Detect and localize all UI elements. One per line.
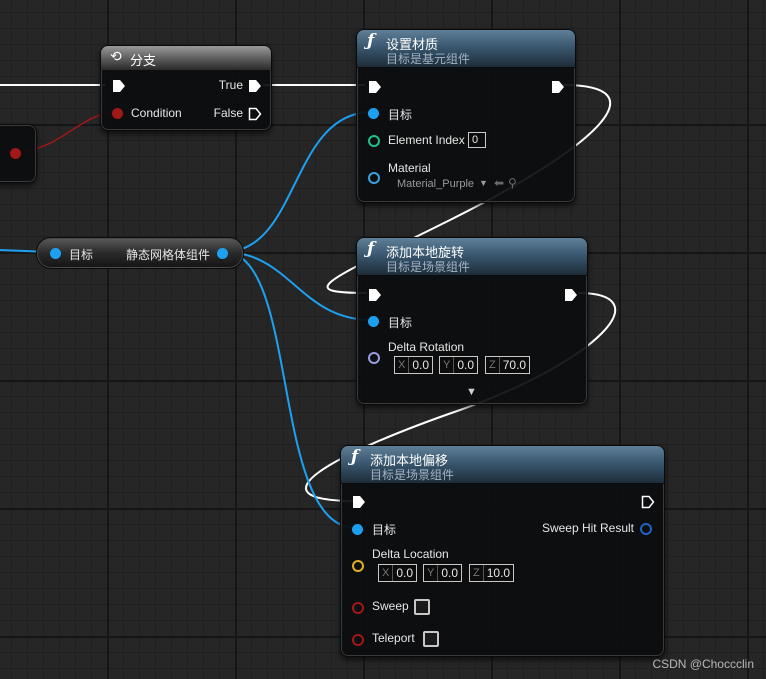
mesh-component-var-node[interactable]: 目标 静态网格体组件 — [36, 237, 244, 269]
add-offset-title: 添加本地偏移 — [370, 453, 449, 468]
rotation-z-field[interactable]: Z 70.0 — [485, 356, 531, 374]
set-material-title: 设置材质 — [386, 37, 439, 52]
material-label: Material — [388, 161, 431, 175]
rotation-x-axis: X — [395, 357, 410, 373]
location-z-field[interactable]: Z 10.0 — [469, 564, 515, 582]
branch-condition-pin[interactable] — [112, 108, 123, 119]
rotation-z-value[interactable]: 70.0 — [502, 358, 527, 372]
delta-rotation-label: Delta Rotation — [388, 340, 465, 354]
add-offset-target-label: 目标 — [372, 523, 397, 537]
rotation-x-field[interactable]: X 0.0 — [394, 356, 434, 374]
sweep-hit-result-pin[interactable] — [640, 523, 652, 535]
offscreen-node[interactable] — [0, 124, 37, 183]
advanced-pins-arrow-icon[interactable]: ▼ — [466, 386, 477, 398]
target-wire-rotation — [223, 251, 373, 321]
location-z-value[interactable]: 10.0 — [486, 566, 511, 580]
target-wire-setmaterial — [223, 111, 373, 253]
function-icon: ƒ — [351, 447, 359, 467]
branch-false-label: False — [213, 106, 243, 120]
function-icon: ƒ — [367, 239, 375, 259]
branch-header: ⟲ 分支 — [101, 46, 271, 70]
material-pin[interactable] — [368, 172, 380, 184]
location-x-value[interactable]: 0.0 — [396, 566, 414, 580]
var-target-pin[interactable] — [50, 248, 61, 259]
branch-condition-label: Condition — [131, 106, 182, 120]
branch-node[interactable]: ⟲ 分支 True Condition False — [100, 45, 272, 131]
branch-icon: ⟲ — [110, 48, 122, 64]
sweep-checkbox[interactable] — [414, 599, 430, 615]
add-local-rotation-node[interactable]: ƒ 添加本地旋转 目标是场景组件 目标 Delta Rotation X 0.0… — [356, 237, 588, 405]
add-rotation-header: ƒ 添加本地旋转 目标是场景组件 — [357, 238, 587, 276]
target-wire-offset — [223, 251, 357, 529]
branch-true-label: True — [218, 78, 243, 92]
element-index-input[interactable]: 0 — [468, 132, 486, 148]
location-x-field[interactable]: X 0.0 — [378, 564, 418, 582]
rotation-z-axis: Z — [486, 357, 500, 373]
add-rotation-target-label: 目标 — [388, 316, 413, 330]
add-rotation-subtitle: 目标是场景组件 — [386, 260, 471, 274]
material-use-selected-icon[interactable]: ⬅ — [494, 176, 505, 190]
add-local-offset-node[interactable]: ƒ 添加本地偏移 目标是场景组件 目标 Sweep Hit Result Del… — [340, 445, 665, 657]
material-asset-value[interactable]: Material_Purple — [397, 178, 475, 190]
location-y-value[interactable]: 0.0 — [441, 566, 459, 580]
element-index-pin[interactable] — [368, 135, 380, 147]
material-browse-icon[interactable]: ⚲ — [508, 176, 517, 190]
set-material-subtitle: 目标是基元组件 — [386, 52, 471, 66]
add-offset-subtitle: 目标是场景组件 — [370, 468, 455, 482]
set-material-target-pin[interactable] — [368, 108, 379, 119]
set-material-node[interactable]: ƒ 设置材质 目标是基元组件 目标 Element Index 0 Materi… — [356, 29, 576, 203]
teleport-label: Teleport — [372, 631, 415, 645]
var-output-pin[interactable] — [217, 248, 228, 259]
location-y-field[interactable]: Y 0.0 — [423, 564, 463, 582]
var-name: 静态网格体组件 — [126, 248, 211, 262]
add-offset-header: ƒ 添加本地偏移 目标是场景组件 — [341, 446, 664, 484]
set-material-target-label: 目标 — [388, 108, 413, 122]
location-y-axis: Y — [424, 565, 439, 581]
delta-location-label: Delta Location — [372, 547, 449, 561]
location-z-axis: Z — [470, 565, 484, 581]
location-x-axis: X — [379, 565, 394, 581]
rotation-x-value[interactable]: 0.0 — [412, 358, 430, 372]
teleport-checkbox[interactable] — [423, 631, 439, 647]
add-rotation-target-pin[interactable] — [368, 316, 379, 327]
material-dropdown-arrow-icon[interactable]: ▼ — [479, 178, 488, 188]
sweep-pin[interactable] — [352, 602, 364, 614]
add-rotation-title: 添加本地旋转 — [386, 245, 465, 260]
rotation-y-value[interactable]: 0.0 — [457, 358, 475, 372]
delta-location-pin[interactable] — [352, 560, 364, 572]
function-icon: ƒ — [367, 31, 375, 51]
element-index-label: Element Index — [388, 133, 465, 147]
branch-title: 分支 — [130, 53, 157, 68]
condition-output-pin[interactable] — [10, 148, 21, 159]
rotation-y-axis: Y — [440, 357, 455, 373]
watermark: CSDN @Choccclin — [652, 657, 754, 671]
sweep-hit-result-label: Sweep Hit Result — [541, 521, 634, 535]
teleport-pin[interactable] — [352, 634, 364, 646]
rotation-y-field[interactable]: Y 0.0 — [439, 356, 479, 374]
delta-rotation-pin[interactable] — [368, 352, 380, 364]
set-material-header: ƒ 设置材质 目标是基元组件 — [357, 30, 575, 68]
add-offset-target-pin[interactable] — [352, 524, 363, 535]
var-target-label: 目标 — [69, 248, 94, 262]
sweep-label: Sweep — [372, 599, 409, 613]
